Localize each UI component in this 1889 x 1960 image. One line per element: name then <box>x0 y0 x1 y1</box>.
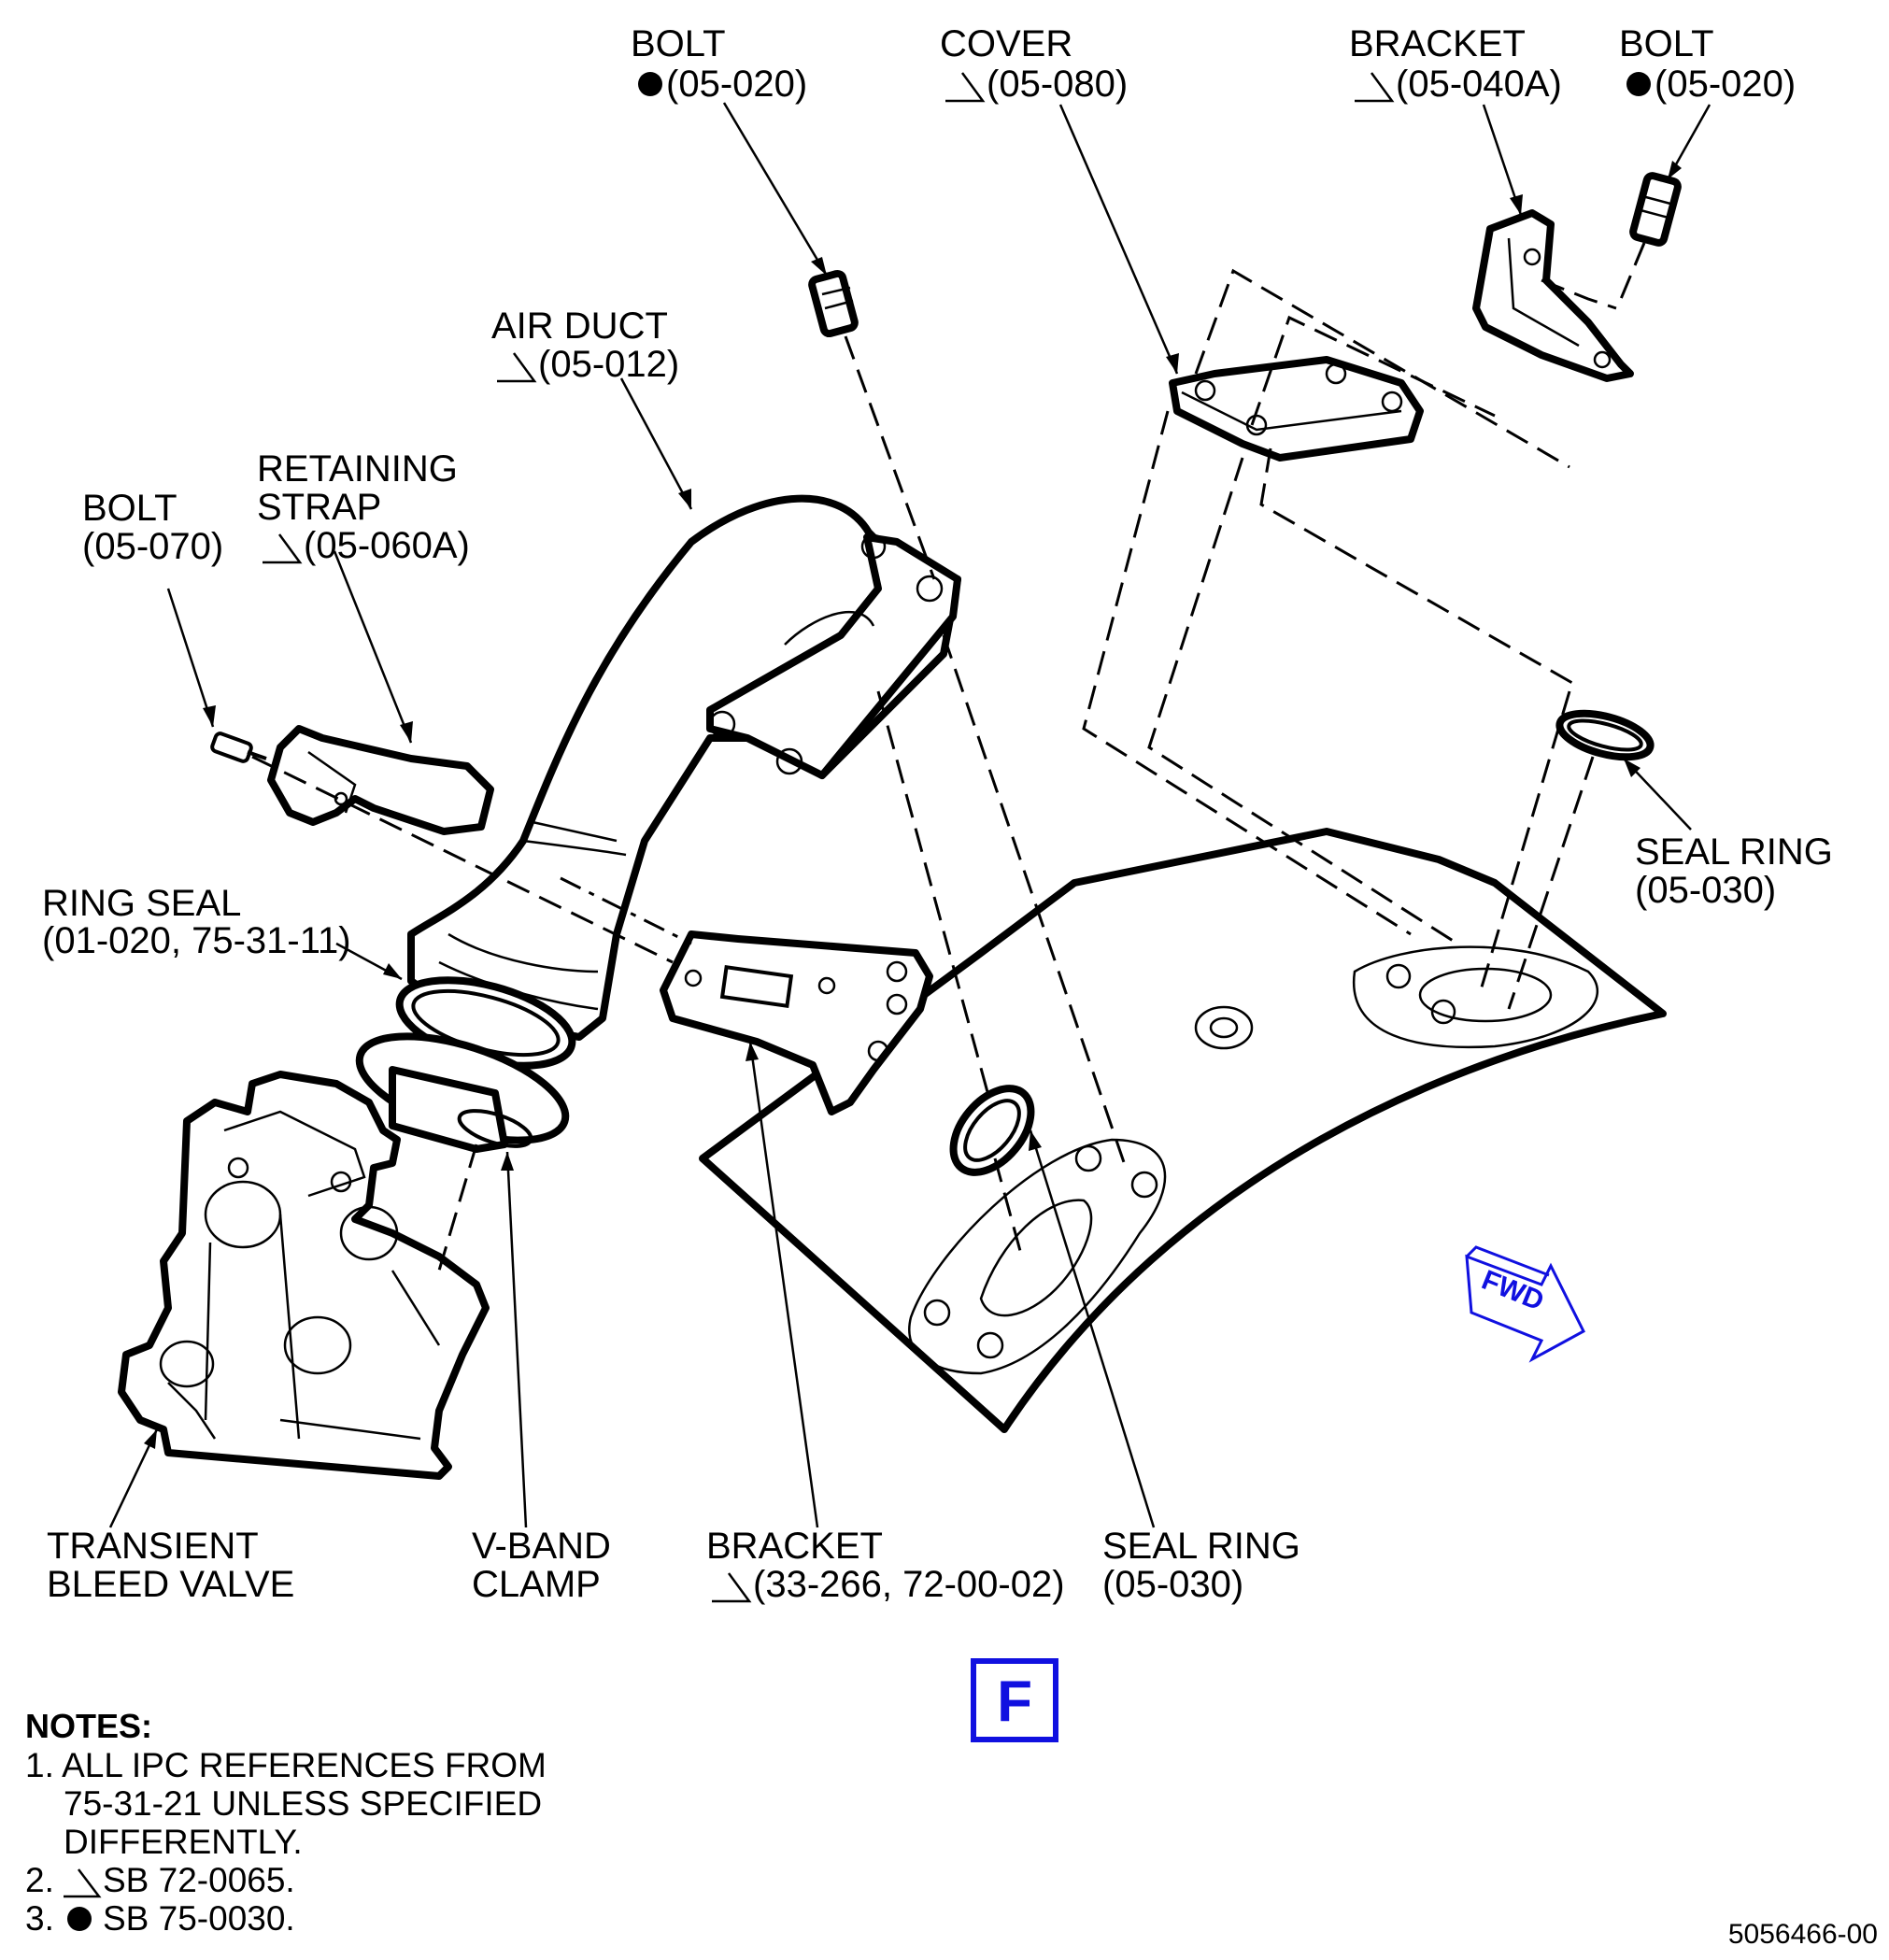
view-label: F <box>997 1669 1032 1734</box>
callout-line: AIR DUCT <box>491 305 668 347</box>
transient-bleed-valve <box>118 1071 490 1480</box>
v-band-clamp <box>355 1032 570 1153</box>
drawing-number: 5056466-00 <box>1728 1919 1878 1950</box>
circle-mark <box>1626 72 1651 96</box>
callout-seal-ring-right: SEAL RING (05-030) <box>1635 831 1833 911</box>
forward-arrow: FWD <box>1465 1245 1585 1363</box>
callout-line: (05-030) <box>1635 870 1776 911</box>
callout-line: TRANSIENT <box>47 1526 259 1567</box>
circle-mark <box>638 72 662 96</box>
callout-seal-ring-bottom: SEAL RING (05-030) <box>1102 1526 1300 1605</box>
callout-line: (05-070) <box>82 526 223 567</box>
callout-line: STRAP <box>257 487 381 528</box>
bolt-left <box>210 731 267 763</box>
view-indicator: F <box>971 1658 1058 1742</box>
callout-line: (05-030) <box>1102 1564 1243 1605</box>
sb-triangle-mark <box>712 1572 752 1603</box>
callout-line: V-BAND <box>472 1526 611 1567</box>
callout-line: (33-266, 72-00-02) <box>753 1564 1065 1605</box>
callout-line: COVER <box>940 23 1072 64</box>
callout-line: (05-040A) <box>1396 64 1562 105</box>
bolt-top-left <box>808 269 859 338</box>
alignment-lines <box>251 242 1646 1271</box>
callout-cover: COVER (05-080) <box>940 23 1128 105</box>
callout-line: (05-012) <box>538 344 679 385</box>
notes-title: NOTES: <box>25 1707 152 1745</box>
retaining-strap <box>267 725 494 835</box>
callout-line: BLEED VALVE <box>47 1564 294 1605</box>
callout-line: (05-080) <box>987 64 1128 105</box>
bracket-bottom <box>660 930 933 1115</box>
seal-ring-right <box>1555 709 1655 761</box>
callout-bolt-top-left: BOLT (05-020) <box>631 23 807 105</box>
note-line: 1. ALL IPC REFERENCES FROM <box>25 1746 547 1784</box>
callout-line: BOLT <box>82 488 178 529</box>
circle-mark <box>67 1907 92 1931</box>
callout-line: (05-020) <box>1655 64 1796 105</box>
sb-triangle-mark <box>945 72 986 103</box>
callout-line: (05-020) <box>666 64 807 105</box>
sb-triangle-mark <box>497 352 537 383</box>
note-line: 3. <box>25 1899 54 1938</box>
callout-bolt-top-right: BOLT (05-020) <box>1619 23 1796 105</box>
callout-line: (01-020, 75-31-11) <box>42 920 351 961</box>
bolt-top-right <box>1629 172 1682 247</box>
callout-line: BOLT <box>1619 23 1714 64</box>
callout-bolt-left: BOLT (05-070) <box>82 488 223 567</box>
callout-bracket-top: BRACKET (05-040A) <box>1349 23 1562 105</box>
callout-v-band-clamp: V-BAND CLAMP <box>472 1526 611 1605</box>
callout-line: BRACKET <box>706 1526 883 1567</box>
callout-retaining-strap: RETAINING STRAP (05-060A) <box>257 448 470 566</box>
note-line: DIFFERENTLY. <box>64 1823 303 1861</box>
notes-block: NOTES: 1. ALL IPC REFERENCES FROM 75-31-… <box>25 1707 547 1938</box>
callout-line: CLAMP <box>472 1564 601 1605</box>
callout-line: BOLT <box>631 23 726 64</box>
note-line: SB 72-0065. <box>103 1861 295 1899</box>
sb-triangle-mark <box>64 1868 102 1898</box>
callout-ring-seal: RING SEAL (01-020, 75-31-11) <box>42 883 351 961</box>
seal-ring-bottom <box>949 1085 1035 1176</box>
callout-line: RING SEAL <box>42 883 241 924</box>
callout-transient-bleed-valve: TRANSIENT BLEED VALVE <box>47 1526 294 1605</box>
callout-line: BRACKET <box>1349 23 1526 64</box>
engine-case-surface <box>699 828 1667 1433</box>
note-line: 2. <box>25 1861 54 1899</box>
leader-lines <box>108 102 1711 1528</box>
callout-line: SEAL RING <box>1102 1526 1300 1567</box>
cover-plate <box>1169 356 1424 462</box>
callout-line: SEAL RING <box>1635 831 1833 873</box>
sb-triangle-mark <box>263 533 303 564</box>
callout-line: (05-060A) <box>304 525 470 566</box>
callout-line: RETAINING <box>257 448 458 490</box>
bracket-top-right <box>1472 209 1634 382</box>
sb-triangle-mark <box>1355 72 1395 103</box>
note-line: 75-31-21 UNLESS SPECIFIED <box>64 1784 542 1823</box>
callout-air-duct: AIR DUCT (05-012) <box>491 305 679 385</box>
note-line: SB 75-0030. <box>103 1899 295 1938</box>
callout-bracket-bottom: BRACKET (33-266, 72-00-02) <box>706 1526 1065 1605</box>
